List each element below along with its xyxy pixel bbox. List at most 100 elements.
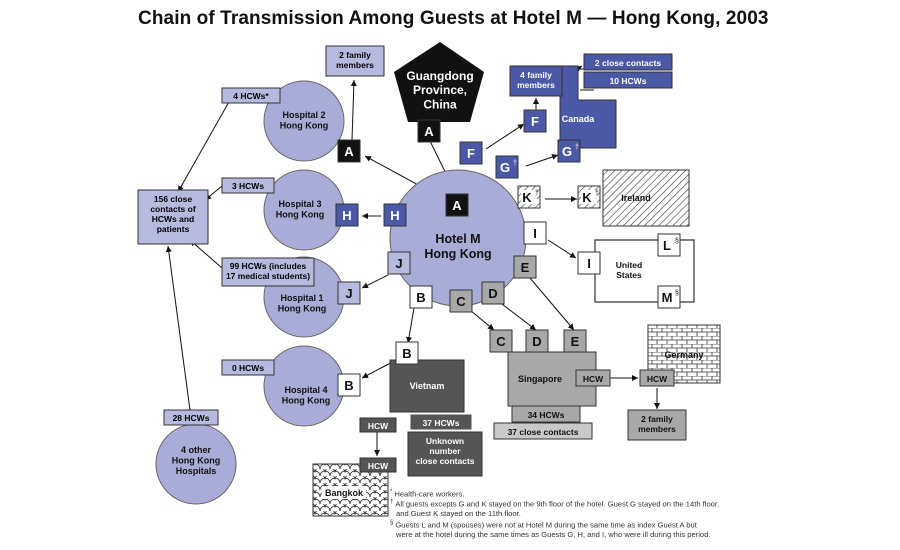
- arrow-hotel-D-to-singapore-D: [501, 303, 537, 331]
- arrow-hotel-C-to-singapore-C: [469, 309, 495, 331]
- family-top-box: [325, 45, 385, 77]
- guest-b-box: B: [337, 373, 361, 397]
- arrow-G-to-canada-G: [525, 154, 559, 167]
- guest-a-box: A: [417, 119, 441, 143]
- guest-letter: L: [663, 238, 671, 253]
- guest-letter: F: [467, 146, 475, 161]
- guest-letter: A: [424, 124, 434, 139]
- hcws99-box: [221, 257, 315, 287]
- guangdong-pentagon: [394, 42, 484, 122]
- guest-letter: B: [344, 378, 353, 393]
- contacts156-box: [137, 189, 209, 245]
- guest-letter: H: [342, 208, 351, 223]
- arrow-J-to-hospital1-J: [361, 274, 389, 289]
- guest-letter: F: [531, 114, 539, 129]
- guest-h-box: H: [383, 203, 407, 227]
- guest-l-box: L§: [657, 233, 681, 257]
- guest-letter: G: [562, 144, 572, 159]
- vietnam-hcws-text: 37 HCWs: [423, 418, 460, 428]
- hcws28-text: 28 HCWs: [173, 413, 210, 423]
- germany-label: Germany: [664, 350, 703, 360]
- guest-letter: J: [395, 256, 402, 271]
- guest-letter: D: [532, 334, 541, 349]
- guest-letter: I: [587, 256, 591, 271]
- bangkok-hcw-text: HCW: [368, 461, 389, 471]
- singapore-hcw-text: HCW: [583, 374, 604, 384]
- guest-j-box: J: [387, 251, 411, 275]
- guest-a-box: A: [337, 139, 361, 163]
- footnote-3: §Guests L and M (spouses) were not at Ho…: [390, 520, 711, 540]
- arrow-I-to-us-I: [547, 239, 577, 259]
- arrow-hospital2-A-to-family: [350, 79, 357, 141]
- guest-superscript: †: [575, 144, 579, 151]
- guest-superscript: †: [595, 190, 599, 197]
- guest-superscript: §: [675, 290, 679, 297]
- hcws4-box: [221, 87, 281, 104]
- singapore-label: Singapore: [518, 374, 562, 384]
- guest-letter: H: [390, 208, 399, 223]
- guest-e-box: E: [513, 255, 537, 279]
- arrow-4hcws-to-156: [177, 99, 231, 193]
- guest-letter: J: [345, 286, 352, 301]
- guest-g-box: G†: [557, 139, 581, 163]
- guest-letter: K: [582, 190, 592, 205]
- guest-letter: M: [662, 290, 673, 305]
- guest-c-box: C: [489, 329, 513, 353]
- guest-a-box: A: [445, 193, 469, 217]
- germany-hcw-text: HCW: [647, 374, 668, 384]
- guest-e-box: E: [563, 329, 587, 353]
- singapore-boxes: 34 HCWs 37 close contacts HCW HCW 2 fami…: [493, 369, 687, 441]
- guest-f-box: F: [459, 141, 483, 165]
- hospital2-circle: [263, 80, 345, 162]
- guest-letter: E: [521, 260, 530, 275]
- guest-superscript: §: [675, 238, 679, 245]
- singapore-hcws-text: 34 HCWs: [528, 410, 565, 420]
- hcws28-box: [163, 409, 219, 426]
- bangkok-label: Bangkok: [325, 488, 364, 498]
- guest-letter: B: [402, 346, 411, 361]
- ireland-region: [602, 169, 690, 227]
- guest-letter: C: [496, 334, 506, 349]
- guest-g-box: G†: [495, 155, 519, 179]
- guest-letter: C: [456, 294, 466, 309]
- arrow-28hcws-to-156: [165, 245, 191, 411]
- hcws3-box: [221, 177, 275, 194]
- canada-label: Canada: [562, 114, 596, 124]
- arrow-F-to-canada-F: [485, 123, 525, 150]
- guest-letter: D: [488, 286, 497, 301]
- guest-letter: I: [533, 226, 537, 241]
- footnote-2: †All guests excepts G and K stayed on th…: [390, 499, 720, 519]
- guest-i-box: I: [577, 251, 601, 275]
- hcws4-text: 4 HCWs*: [233, 91, 269, 101]
- guest-letter: E: [571, 334, 580, 349]
- guest-letter: K: [522, 190, 532, 205]
- arrow-hotel-B-to-vietnam-B: [406, 307, 415, 344]
- guest-superscript: †: [513, 160, 517, 167]
- guest-k-box: K†: [517, 185, 541, 209]
- guest-m-box: M§: [657, 285, 681, 309]
- diagram-title: Chain of Transmission Among Guests at Ho…: [138, 8, 769, 29]
- vietnam-region: [389, 359, 465, 413]
- arrow-hotel-E-to-singapore-E: [529, 277, 575, 331]
- guest-b-box: B: [409, 285, 433, 309]
- guest-b-box: B: [395, 341, 419, 365]
- footnote-1: *Health-care workers.: [390, 489, 465, 499]
- guest-h-box: H: [335, 203, 359, 227]
- vietnam-hcw-text: HCW: [368, 421, 389, 431]
